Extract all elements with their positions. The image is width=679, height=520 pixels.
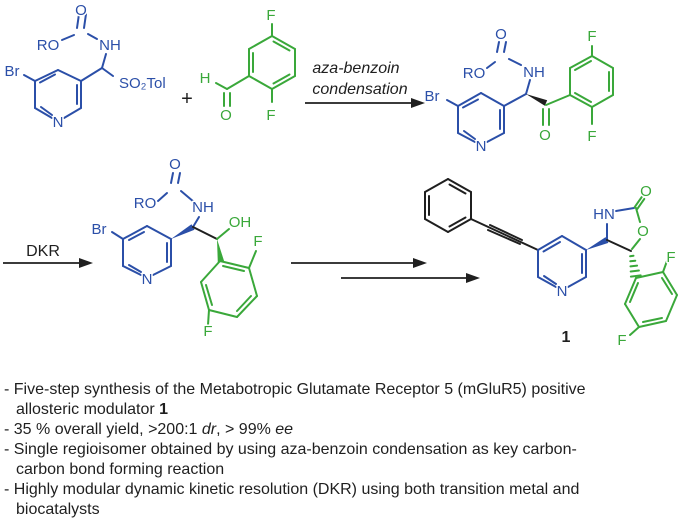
atom-label-carbonyl-o: O [169, 156, 181, 173]
structure-final-product-1: HN O O N F F 1 [425, 179, 677, 349]
atom-label-f: F [587, 128, 596, 145]
arrow-label-azabenzoin-2: condensation [312, 81, 407, 98]
atom-label-f: F [266, 7, 275, 24]
c4-c5-bond [607, 240, 631, 251]
atom-label-f: F [266, 107, 275, 124]
compound-number-label: 1 [562, 329, 571, 346]
structure-difluorobenzaldehyde: F F H O [200, 7, 295, 124]
structure-aminoalcohol-product: O RO NH Br N OH F F [92, 156, 263, 340]
atom-label-o: O [220, 107, 232, 124]
atom-label-ro: RO [463, 65, 486, 82]
note-line-4: - Single regioisomer obtained by using a… [4, 440, 676, 460]
atom-label-nh: NH [99, 37, 121, 54]
reaction-scheme: O RO NH Br SO₂Tol N + F F H O [0, 0, 679, 378]
bonds-pyridine-blue [538, 208, 634, 287]
note-line-5: carbon bond forming reaction [4, 460, 676, 480]
bold-wedge-bond [586, 237, 608, 250]
summary-notes: - Five-step synthesis of the Metabotropi… [4, 380, 676, 520]
atom-label-br: Br [425, 88, 440, 105]
note-line-1: - Five-step synthesis of the Metabotropi… [4, 380, 676, 400]
bonds-aminoalcohol-blue [112, 173, 199, 275]
arrow-label-azabenzoin-1: aza-benzoin [312, 60, 399, 77]
bonds-ketone-green [543, 46, 613, 125]
bonds-phenylacetylene [425, 179, 538, 250]
atom-label-ketone-o: O [539, 127, 551, 144]
atom-label-f: F [253, 233, 262, 250]
hashed-wedge-bond [630, 256, 641, 277]
atom-label-hn: HN [593, 206, 615, 223]
reaction-arrow-azabenzoin: aza-benzoin condensation [305, 60, 425, 108]
bold-wedge-bond-green [217, 239, 224, 263]
note-line-2: allosteric modulator 1 [4, 400, 676, 420]
atom-label-carbonyl-o: O [640, 183, 652, 200]
reaction-arrow-multistep-1 [291, 258, 427, 268]
atom-label-ring-o: O [637, 223, 649, 240]
atom-label-ro: RO [37, 37, 60, 54]
note-line-6: - Highly modular dynamic kinetic resolut… [4, 480, 676, 500]
structure-ketone-product: O RO NH Br N O F F [425, 26, 614, 155]
reaction-arrow-dkr: DKR [3, 243, 93, 268]
bold-wedge-bond [171, 224, 195, 239]
compound-number-ref: 1 [159, 401, 168, 418]
arrow-label-dkr: DKR [26, 243, 60, 260]
atom-label-oh: OH [229, 214, 252, 231]
atom-label-br: Br [92, 221, 107, 238]
atom-label-f: F [666, 249, 675, 266]
atom-label-f: F [587, 28, 596, 45]
atom-label-carbonyl-o: O [495, 26, 507, 43]
plus-sign: + [181, 88, 193, 110]
atom-label-n: N [476, 138, 487, 155]
bold-wedge-bond [526, 94, 547, 106]
atom-label-h: H [200, 70, 211, 87]
bonds-difluorobenzaldehyde [216, 24, 295, 106]
atom-label-f: F [203, 323, 212, 340]
atom-label-nh: NH [192, 199, 214, 216]
note-line-3: - 35 % overall yield, >200:1 dr, > 99% e… [4, 420, 676, 440]
atom-label-so2tol: SO₂Tol [119, 75, 166, 92]
bonds-aminoalcohol-green [201, 229, 257, 325]
atom-label-ro: RO [134, 195, 157, 212]
note-line-7: biocatalysts [4, 500, 676, 520]
reaction-arrow-multistep-2 [341, 273, 480, 283]
atom-label-n: N [557, 283, 568, 300]
bonds-ketone-blue [447, 42, 530, 142]
atom-label-f: F [617, 332, 626, 349]
atom-label-nh: NH [523, 64, 545, 81]
atom-label-n: N [142, 271, 153, 288]
bonds-sulfone-adduct [24, 14, 113, 118]
atom-label-n: N [53, 114, 64, 131]
atom-label-br: Br [5, 63, 20, 80]
atom-label-carbonyl-o: O [75, 2, 87, 19]
structure-sulfone-adduct: O RO NH Br SO₂Tol N [5, 2, 166, 131]
ch-ch-bond [193, 227, 217, 239]
